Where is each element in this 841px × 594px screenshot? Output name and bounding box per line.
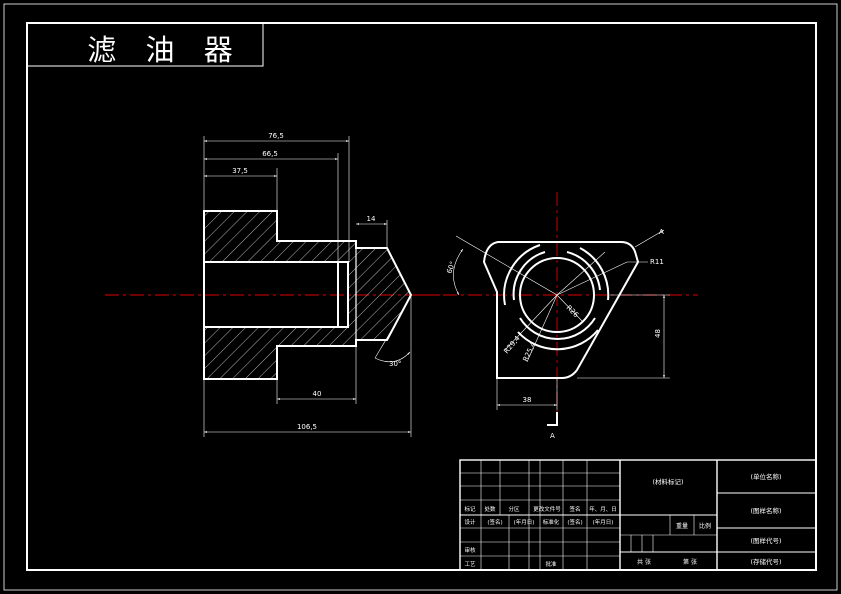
title-box: [27, 23, 264, 67]
tb-material-mark: (材料标记): [652, 477, 683, 486]
side-body-outline: [482, 241, 640, 379]
bore-step: [338, 261, 349, 328]
dim-37-5: 37,5: [232, 167, 248, 175]
tb-date: 年、月、日: [589, 505, 617, 513]
tb-storage-code: (存储代号): [750, 557, 781, 566]
tb-count: 处数: [484, 505, 496, 513]
r11-label: R11: [650, 258, 664, 266]
part-outline: [203, 210, 413, 380]
tb-approve: 批准: [545, 560, 557, 568]
drawing-title: 滤 油 器: [87, 33, 242, 67]
hatch-lower: [204, 295, 411, 379]
dim-76-5: 76,5: [268, 132, 284, 140]
tb-signature: 签名: [569, 505, 580, 513]
section-view: 76,5 66,5 37,5 14 30° 40 106,5: [105, 132, 440, 437]
dim-106-5: 106,5: [297, 423, 317, 431]
tb-standard: 标准化: [543, 518, 560, 526]
dim-66-5: 66,5: [262, 150, 278, 158]
dim-30-deg: 30°: [389, 360, 401, 368]
title-block: (材料标记) (单位名称) (图样名称) (图样代号) (存储代号) 标记 处数…: [459, 459, 817, 571]
dim-14: 14: [367, 215, 376, 223]
r29-4-label: R29,4: [502, 334, 522, 355]
hatch-upper: [204, 211, 411, 295]
tb-date2: (年月日): [593, 518, 614, 526]
side-view: R26 R29,4 R25,4 R11 60° A 48 38 A: [418, 192, 698, 440]
bore-outline: [204, 261, 339, 328]
tb-drawing-name: (图样名称): [750, 506, 781, 515]
tb-date1: (年月日): [514, 518, 535, 526]
tb-sheet-no: 第 张: [683, 558, 697, 566]
outer-frame: [3, 3, 838, 591]
tb-review: 审核: [464, 546, 476, 554]
tb-drawing-code: (图样代号): [750, 536, 781, 545]
tb-change-doc: 更改文件号: [533, 505, 561, 513]
tb-design: 设计: [464, 518, 476, 526]
tb-weight: 重量: [676, 522, 688, 530]
tb-process: 工艺: [464, 561, 476, 568]
tb-zone: 分区: [508, 505, 520, 513]
tb-unit-name: (单位名称): [750, 472, 781, 481]
tb-sig1: (签名): [487, 518, 502, 526]
dim-40: 40: [313, 390, 322, 398]
tb-scale: 比例: [699, 522, 711, 530]
inner-bore-circle: [519, 257, 595, 333]
r25-4-label: R25,4: [522, 340, 538, 362]
section-a-top: A: [659, 228, 664, 236]
tb-sheets-total: 共 张: [637, 558, 651, 566]
tb-sig2: (签名): [567, 518, 582, 526]
angle-60-label: 60°: [445, 260, 457, 274]
inner-frame: [26, 22, 817, 571]
section-a-bottom: A: [550, 432, 555, 440]
dim-38: 38: [523, 396, 532, 404]
dim-48: 48: [654, 329, 662, 338]
tb-mark: 标记: [464, 505, 476, 513]
